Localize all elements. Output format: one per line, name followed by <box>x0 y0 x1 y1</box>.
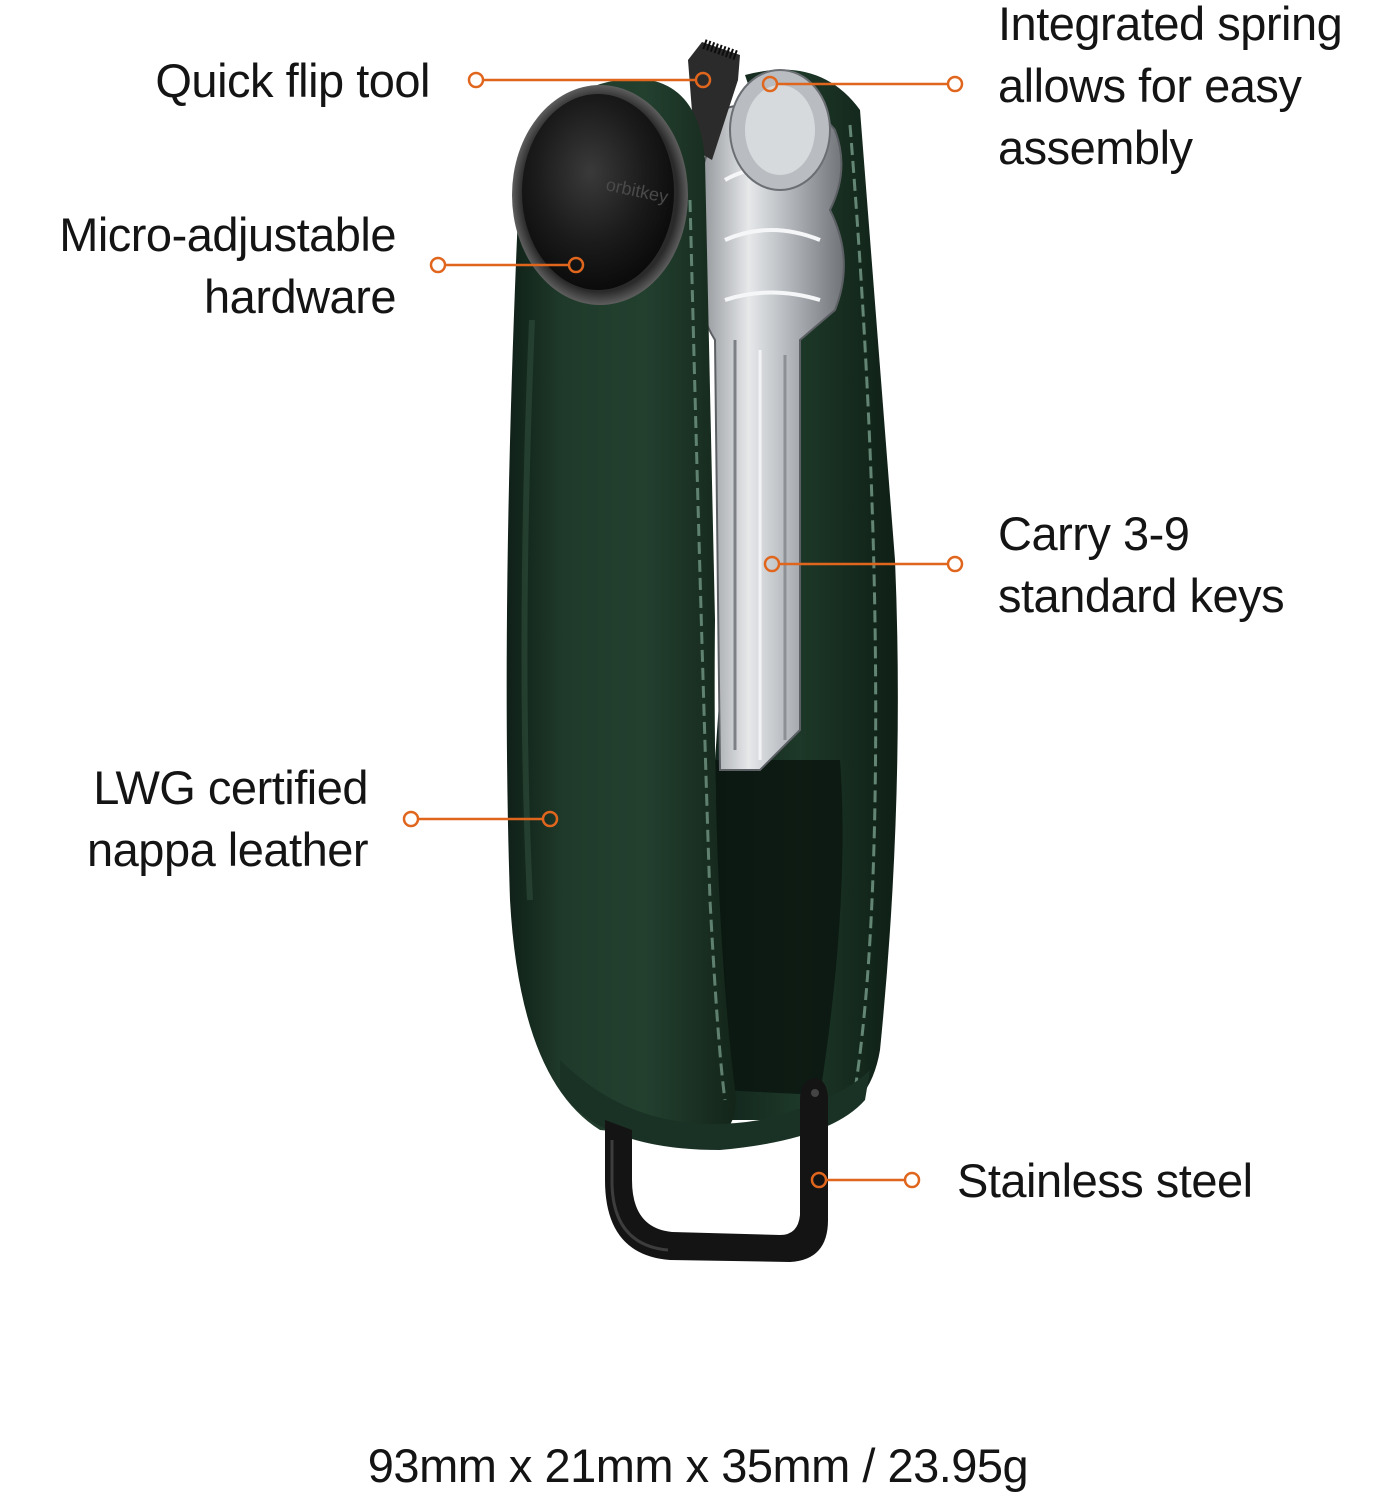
hardware-cap-icon: orbitkey <box>512 85 688 305</box>
label-line: standard keys <box>998 569 1285 622</box>
label-line: Carry 3-9 <box>998 507 1190 560</box>
label-micro-adjustable-hardware: Micro-adjustable hardware <box>59 204 396 328</box>
quick-flip-tool-icon <box>688 39 740 160</box>
label-lwg-leather: LWG certified nappa leather <box>87 757 368 881</box>
label-line: Micro-adjustable <box>59 208 396 261</box>
label-carry-keys: Carry 3-9 standard keys <box>998 503 1285 627</box>
label-line: Integrated spring <box>998 0 1343 50</box>
label-quick-flip-tool: Quick flip tool <box>155 50 430 112</box>
label-line: allows for easy <box>998 59 1302 112</box>
keys-stack <box>696 69 845 771</box>
label-stainless-steel: Stainless steel <box>957 1150 1253 1212</box>
label-line: assembly <box>998 121 1193 174</box>
label-line: LWG certified <box>93 761 368 814</box>
label-line: Quick flip tool <box>155 54 430 107</box>
label-line: nappa leather <box>87 823 368 876</box>
stainless-steel-d-ring-icon <box>605 1078 828 1262</box>
leather-front-strap <box>506 79 870 1150</box>
label-line: hardware <box>204 270 396 323</box>
label-line: Stainless steel <box>957 1154 1253 1207</box>
dimensions-caption: 93mm x 21mm x 35mm / 23.95g <box>367 1439 1029 1492</box>
label-integrated-spring: Integrated spring allows for easy assemb… <box>998 0 1343 179</box>
